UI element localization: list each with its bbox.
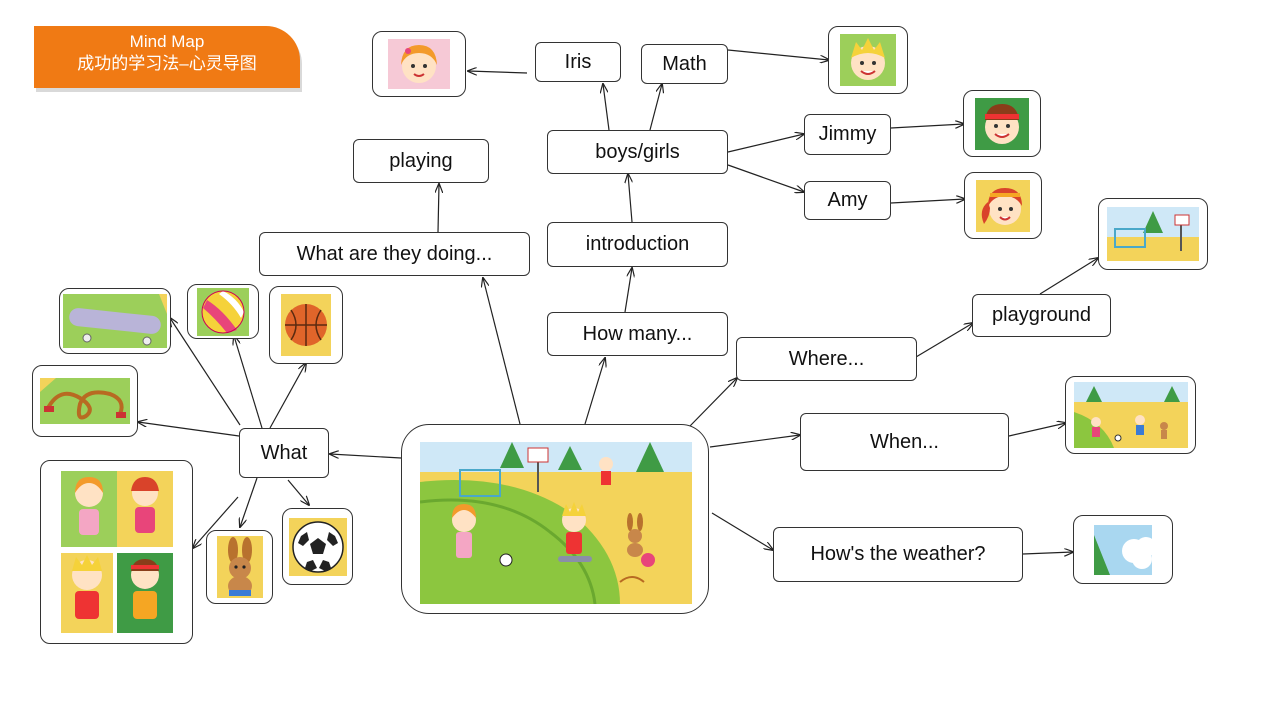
banner-subtitle: 成功的学习法–心灵导图 [77,54,257,73]
node-weather: How's the weather? [773,527,1023,582]
rabbit-icon [206,530,273,604]
node-introduction: introduction [547,222,728,267]
park-scene-icon [1065,376,1196,454]
node-where: Where... [736,337,917,381]
node-iris: Iris [535,42,621,82]
node-amy: Amy [804,181,891,220]
jump-rope-icon [32,365,138,437]
mind-map-banner: Mind Map 成功的学习法–心灵导图 [34,26,300,88]
basketball-icon [269,286,343,364]
node-how-many: How many... [547,312,728,356]
banner-title: Mind Map [129,32,205,51]
boy-headband-icon [963,90,1041,157]
soccer-ball-icon [282,508,353,585]
boy-face-icon [828,26,908,94]
node-jimmy: Jimmy [804,114,891,155]
skateboard-icon [59,288,171,354]
beach-ball-icon [187,284,259,339]
children-playing-scene [401,424,709,614]
playground-scene-icon [1098,198,1208,270]
node-math: Math [641,44,728,84]
node-playground: playground [972,294,1111,337]
node-boys-girls: boys/girls [547,130,728,174]
node-what: What [239,428,329,478]
girl-face-icon [372,31,466,97]
node-playing: playing [353,139,489,183]
four-children-icon [40,460,193,644]
cloud-sky-icon [1073,515,1173,584]
girl-ponytail-icon [964,172,1042,239]
node-when: When... [800,413,1009,471]
node-what-are-they-doing: What are they doing... [259,232,530,276]
